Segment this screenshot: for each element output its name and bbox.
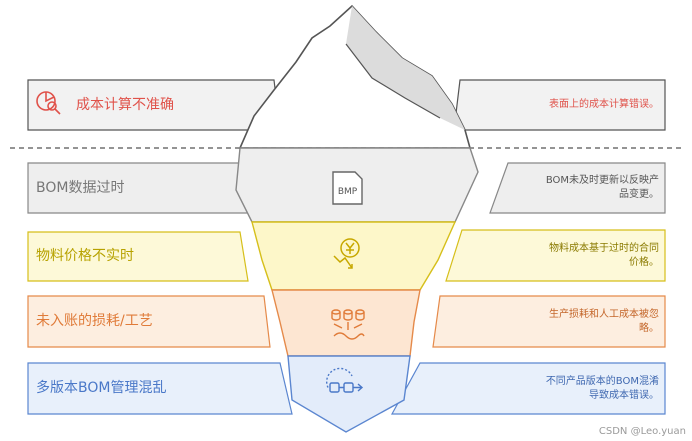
bmp-file-icon: BMP <box>332 171 363 205</box>
right-panel-2 <box>489 162 666 214</box>
yen-price-drop-icon <box>333 238 360 269</box>
row-3-desc: 物料成本基于过时的合同价格。 <box>540 231 665 281</box>
version-flow-icon <box>325 367 364 393</box>
right-panel-3 <box>445 229 666 282</box>
row-1-desc-text: 表面上的成本计算错误。 <box>549 99 659 110</box>
row-5-desc-text: 不同产品版本的BOM混淆导致成本错误。 <box>545 375 659 401</box>
row-5-label-text: 多版本BOM管理混乱 <box>36 380 167 396</box>
row-5-label: 多版本BOM管理混乱 <box>28 363 178 414</box>
pie-chart-search-icon <box>36 91 61 115</box>
row-5-desc: 不同产品版本的BOM混淆导致成本错误。 <box>540 363 665 414</box>
left-panel-4 <box>27 295 271 348</box>
row-4-label: 未入账的损耗/工艺 <box>28 296 198 347</box>
row-2-desc: BOM未及时更新以反映产品变更。 <box>540 163 665 213</box>
iceberg-tip-shade <box>346 6 465 130</box>
row-2-label-text: BOM数据过时 <box>36 179 125 196</box>
watermark: CSDN @Leo.yuan <box>598 426 686 437</box>
row-4-desc: 生产损耗和人工成本被忽略。 <box>540 296 665 347</box>
row-3-desc-text: 物料成本基于过时的合同价格。 <box>549 243 659 268</box>
row-2-label: BOM数据过时 <box>28 163 268 213</box>
row-4-label-text: 未入账的损耗/工艺 <box>36 313 153 329</box>
left-panel-3 <box>27 231 249 282</box>
left-panel-5 <box>27 362 293 415</box>
row-3-label: 物料价格不实时 <box>28 232 240 281</box>
svg-text:BMP: BMP <box>338 187 358 197</box>
row-1-label-text: 成本计算不准确 <box>76 96 174 113</box>
row-1-label: 成本计算不准确 <box>44 80 274 130</box>
row-3-label-text: 物料价格不实时 <box>36 248 134 264</box>
row-4-desc-text: 生产损耗和人工成本被忽略。 <box>549 308 659 334</box>
row-2-desc-text: BOM未及时更新以反映产品变更。 <box>545 175 659 200</box>
row-1-desc: 表面上的成本计算错误。 <box>540 80 665 130</box>
iceberg-layer-blue <box>287 355 411 433</box>
iceberg-layer-orange <box>271 289 421 357</box>
right-panel-4 <box>432 295 666 348</box>
coins-loss-icon <box>331 309 365 340</box>
